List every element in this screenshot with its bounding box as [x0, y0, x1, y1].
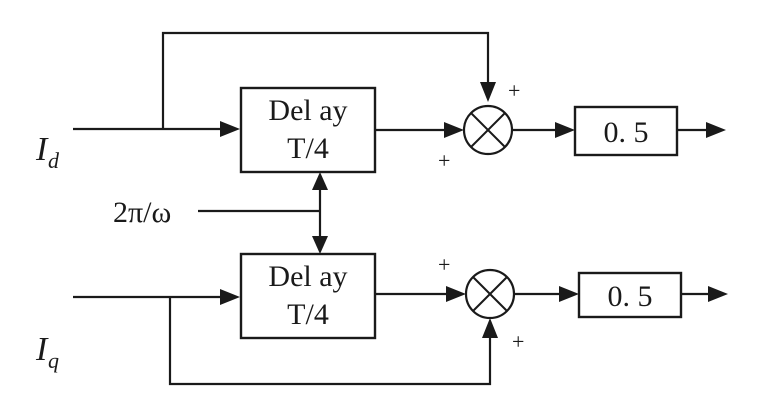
- bottom-sum-upper-sign: +: [438, 252, 450, 277]
- bottom-bypass-arrow: [482, 318, 498, 338]
- top-delay-label-line2: T/4: [287, 132, 329, 165]
- top-gain-input-arrow: [555, 122, 575, 138]
- top-sum-lower-sign: +: [438, 148, 450, 173]
- top-sum-upper-sign: +: [508, 78, 520, 103]
- iq-input-label: I: [35, 331, 49, 368]
- bottom-delay-input-arrow: [220, 289, 240, 305]
- bottom-sum-lower-sign: +: [512, 329, 524, 354]
- bottom-gain-label: 0. 5: [608, 280, 653, 313]
- bottom-sum-input-arrow: [446, 286, 466, 302]
- top-output-arrow: [706, 122, 726, 138]
- bottom-delay-label-line2: T/4: [287, 298, 329, 331]
- top-gain-block: [573, 105, 679, 157]
- bottom-delay-block: [239, 252, 377, 340]
- bottom-gain-input-arrow: [559, 286, 579, 302]
- period-arrow-down: [312, 236, 328, 254]
- top-gain-label: 0. 5: [604, 116, 649, 149]
- bottom-delay-label-line1: Del ay: [268, 260, 347, 293]
- bottom-output-arrow: [708, 286, 728, 302]
- iq-input-subscript: q: [48, 348, 59, 373]
- period-arrow-up: [312, 172, 328, 190]
- top-bypass-arrow: [480, 82, 496, 102]
- top-delay-label-line1: Del ay: [268, 94, 347, 127]
- bottom-summing-junction: [464, 268, 516, 320]
- id-input-label: I: [35, 131, 49, 168]
- top-summing-junction: [462, 104, 514, 156]
- bottom-gain-block: [577, 271, 683, 319]
- top-sum-input-arrow: [444, 122, 464, 138]
- period-label: 2π/ω: [113, 196, 171, 229]
- top-delay-input-arrow: [220, 121, 240, 137]
- bottom-bypass-line: [168, 297, 492, 386]
- top-bypass-line: [161, 31, 490, 129]
- id-input-subscript: d: [48, 148, 60, 173]
